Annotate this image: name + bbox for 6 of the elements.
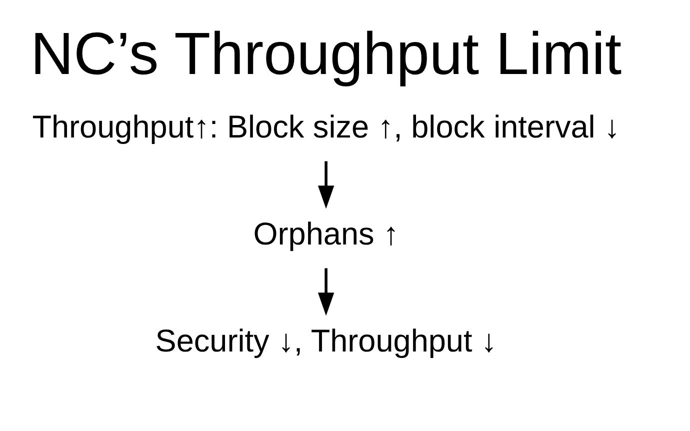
node-text: Security ↓, Throughput ↓ bbox=[155, 322, 497, 358]
diagram-title: NC’s Throughput Limit bbox=[30, 19, 622, 86]
arrow bbox=[318, 268, 334, 316]
node-text: Orphans ↑ bbox=[253, 214, 399, 251]
node-text: Throughput↑: Block size ↑, block interval ↓ bbox=[32, 108, 620, 144]
arrow bbox=[318, 160, 334, 208]
